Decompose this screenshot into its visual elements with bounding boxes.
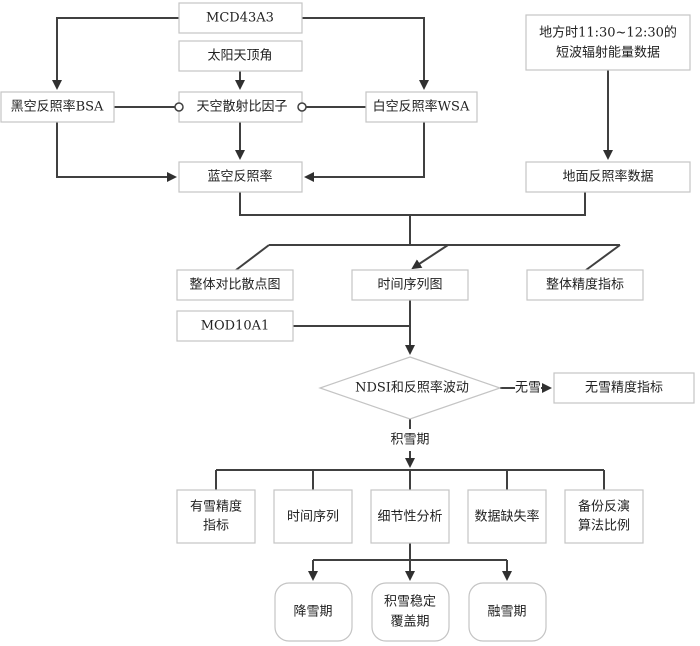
node-decision-label: NDSI和反照率波动 xyxy=(355,380,469,396)
node-backup-algorithm-label-1: 备份反演 xyxy=(578,499,630,515)
connectors xyxy=(52,17,621,581)
node-timeseries-chart: 时间序列图 xyxy=(351,269,469,301)
node-stable-cover: 积雪稳定 覆盖期 xyxy=(371,582,450,642)
node-no-snow-accuracy: 无雪精度指标 xyxy=(553,372,695,404)
node-snowfall: 降雪期 xyxy=(274,582,353,642)
edge-wsa-bluesky xyxy=(304,122,425,182)
node-detail-analysis-label: 细节性分析 xyxy=(377,510,442,525)
node-backup-algorithm: 备份反演 算法比例 xyxy=(564,489,644,544)
node-snowfall-label: 降雪期 xyxy=(293,605,332,620)
edge-to-timeseries-chart xyxy=(411,244,449,270)
node-missing-rate-label: 数据缺失率 xyxy=(474,509,539,525)
node-detail-analysis: 细节性分析 xyxy=(370,489,450,544)
node-missing-rate: 数据缺失率 xyxy=(467,489,547,544)
node-stable-cover-label-2: 覆盖期 xyxy=(390,615,429,630)
edge-join xyxy=(239,192,586,216)
edge-mcd43a3-wsa xyxy=(302,17,429,90)
node-stable-cover-label-1: 积雪稳定 xyxy=(384,594,436,610)
node-shortwave: 地方时11:30~12:30的 短波辐射能量数据 xyxy=(525,14,691,71)
junction-circle-right xyxy=(297,102,307,112)
node-sky-ratio: 天空散射比因子 xyxy=(174,91,307,123)
node-wsa: 白空反照率WSA xyxy=(365,91,478,123)
node-blue-sky: 蓝空反照率 xyxy=(178,161,303,193)
node-scatter: 整体对比散点图 xyxy=(176,269,294,301)
junction-circle-left xyxy=(174,102,184,112)
node-solar-zenith-label: 太阳天顶角 xyxy=(207,49,272,64)
node-scatter-label: 整体对比散点图 xyxy=(189,278,280,293)
node-mod10a1-label: MOD10A1 xyxy=(201,319,270,334)
node-bsa: 黑空反照率BSA xyxy=(0,91,115,123)
node-blue-sky-label: 蓝空反照率 xyxy=(207,169,272,185)
node-timeseries: 时间序列 xyxy=(273,489,353,544)
node-shortwave-label-2: 短波辐射能量数据 xyxy=(556,45,660,61)
edge-label-no-snow: 无雪 xyxy=(515,381,541,396)
node-solar-zenith: 太阳天顶角 xyxy=(178,40,303,72)
edge-mcd43a3-bsa xyxy=(52,17,179,90)
node-backup-algorithm-label-2: 算法比例 xyxy=(578,519,630,534)
edge-to-scatter xyxy=(235,244,270,271)
node-snow-accuracy: 有雪精度 指标 xyxy=(176,489,256,544)
node-bsa-label: 黑空反照率BSA xyxy=(11,99,104,115)
node-mcd43a3: MCD43A3 xyxy=(178,2,303,34)
node-wsa-label: 白空反照率WSA xyxy=(373,99,470,115)
node-ground-albedo-label: 地面反照率数据 xyxy=(562,169,653,185)
node-shortwave-label-1: 地方时11:30~12:30的 xyxy=(539,25,677,41)
node-decision: NDSI和反照率波动 xyxy=(318,356,502,420)
node-overall-accuracy-label: 整体精度指标 xyxy=(546,277,624,293)
edge-label-snow-period: 积雪期 xyxy=(390,433,429,448)
node-no-snow-accuracy-label: 无雪精度指标 xyxy=(585,380,663,396)
node-melt-label: 融雪期 xyxy=(487,605,526,620)
node-sky-ratio-label: 天空散射比因子 xyxy=(196,99,287,115)
edge-bsa-bluesky xyxy=(56,122,177,182)
node-timeseries-label: 时间序列 xyxy=(287,510,339,525)
edge-to-overall-accuracy xyxy=(585,244,621,271)
node-snow-accuracy-label-1: 有雪精度 xyxy=(190,499,242,515)
node-timeseries-chart-label: 时间序列图 xyxy=(377,278,442,293)
node-mcd43a3-label: MCD43A3 xyxy=(206,11,274,26)
node-snow-accuracy-label-2: 指标 xyxy=(203,519,229,534)
node-mod10a1: MOD10A1 xyxy=(176,310,294,342)
node-melt: 融雪期 xyxy=(468,582,547,642)
node-ground-albedo: 地面反照率数据 xyxy=(525,161,691,193)
node-overall-accuracy: 整体精度指标 xyxy=(526,269,644,301)
